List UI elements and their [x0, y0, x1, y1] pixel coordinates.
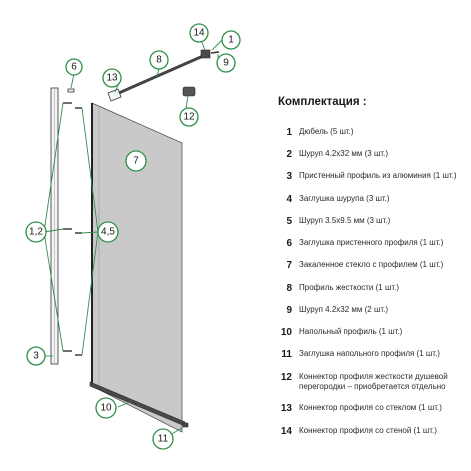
kit-item-text: Коннектор профиля со стеной (1 шт.) [299, 426, 437, 435]
kit-item: 7 Закаленное стекло с профилем (1 шт.) [278, 260, 443, 271]
kit-item-text: Пристенный профиль из алюминия (1 шт.) [299, 171, 457, 180]
callout-4-5: 4,5 [97, 221, 119, 243]
kit-item: 4 Заглушка шурупа (3 шт.) [278, 194, 390, 205]
callout-3: 3 [26, 346, 46, 366]
svg-text:14: 14 [193, 28, 205, 39]
svg-text:4,5: 4,5 [101, 227, 115, 238]
kit-item-text: Шуруп 4.2х32 мм (3 шт.) [299, 149, 389, 158]
callout-7: 7 [125, 150, 147, 172]
kit-item-text: Напольный профиль (1 шт.) [299, 327, 403, 336]
wall-connector [200, 49, 211, 59]
callout-12: 12 [179, 107, 199, 127]
glass-connector [107, 88, 122, 102]
dowels-screws-middle [63, 228, 82, 234]
svg-text:8: 8 [156, 55, 162, 66]
kit-item-number: 4 [286, 194, 292, 205]
kit-item-number: 14 [280, 426, 292, 437]
kit-item: 3 Пристенный профиль из алюминия (1 шт.) [278, 171, 457, 182]
svg-text:9: 9 [223, 58, 229, 69]
svg-text:13: 13 [106, 73, 118, 84]
dowels-screws-top [63, 102, 82, 109]
callout-1: 1 [221, 30, 241, 50]
kit-item: 10 Напольный профиль (1 шт.) [278, 327, 402, 338]
connector-screw [210, 51, 220, 54]
callout-8: 8 [149, 50, 169, 70]
kit-item-text: Шуруп 3.5х9.5 мм (3 шт.) [299, 216, 391, 225]
kit-item-number: 7 [286, 260, 292, 271]
svg-text:6: 6 [71, 62, 77, 73]
dowels-screws-bottom [63, 350, 82, 356]
kit-item: 2 Шуруп 4.2х32 мм (3 шт.) [278, 149, 388, 160]
kit-item-text: Заглушка напольного профиля (1 шт.) [299, 349, 440, 358]
callout-6: 6 [65, 58, 83, 76]
kit-item-text: Заглушка шурупа (3 шт.) [299, 194, 390, 203]
kit-item-number: 13 [280, 403, 292, 414]
svg-text:11: 11 [158, 434, 169, 445]
svg-text:1,2: 1,2 [29, 227, 43, 238]
stiffener-connector [182, 86, 196, 97]
kit-item-number: 1 [286, 127, 292, 138]
kit-title: Комплектация : [278, 96, 367, 108]
kit-item: 14 Коннектор профиля со стеной (1 шт.) [278, 426, 437, 437]
callout-11: 11 [152, 428, 174, 450]
kit-item: 6 Заглушка пристенного профиля (1 шт.) [278, 238, 443, 249]
kit-item-number: 6 [286, 238, 292, 249]
callout-14: 14 [189, 23, 209, 43]
kit-contents-panel: Комплектация : 1 Дюбель (5 шт.) 2 Шуруп … [278, 96, 468, 437]
stiffening-profile [111, 54, 204, 98]
kit-item: 13 Коннектор профиля со стеклом (1 шт.) [278, 403, 442, 414]
svg-text:7: 7 [133, 156, 139, 167]
callout-13: 13 [102, 68, 122, 88]
kit-item: 9 Шуруп 4.2х32 мм (2 шт.) [278, 305, 388, 316]
wall-profile-cap [67, 88, 75, 93]
kit-item-text: Заглушка пристенного профиля (1 шт.) [299, 238, 444, 247]
kit-item-number: 12 [280, 372, 292, 383]
svg-text:12: 12 [183, 112, 195, 123]
svg-text:10: 10 [100, 403, 112, 414]
kit-item-number: 10 [280, 327, 292, 338]
callout-9: 9 [216, 53, 236, 73]
kit-item-number: 9 [286, 305, 292, 316]
kit-item-text: Профиль жесткости (1 шт.) [299, 283, 400, 292]
kit-item: 1 Дюбель (5 шт.) [278, 127, 354, 138]
kit-item-text: Коннектор профиля со стеклом (1 шт.) [299, 403, 442, 412]
kit-item-number: 2 [286, 149, 292, 160]
kit-item-text: Закаленное стекло с профилем (1 шт.) [299, 260, 444, 269]
kit-item: 8 Профиль жесткости (1 шт.) [278, 283, 399, 294]
callout-1-2: 1,2 [25, 221, 47, 243]
svg-text:3: 3 [33, 351, 39, 362]
kit-item-text: Дюбель (5 шт.) [299, 127, 354, 136]
kit-item-number: 3 [286, 171, 292, 182]
floor-profile-cap [182, 422, 189, 428]
kit-item-number: 11 [281, 349, 292, 360]
kit-item-number: 8 [286, 283, 292, 294]
kit-item: 5 Шуруп 3.5х9.5 мм (3 шт.) [278, 216, 390, 227]
kit-item-number: 5 [286, 216, 292, 227]
svg-text:1: 1 [228, 35, 234, 46]
kit-item-text: Шуруп 4.2х32 мм (2 шт.) [299, 305, 389, 314]
kit-item: 11 Заглушка напольного профиля (1 шт.) [278, 349, 440, 360]
callout-10: 10 [95, 397, 117, 419]
